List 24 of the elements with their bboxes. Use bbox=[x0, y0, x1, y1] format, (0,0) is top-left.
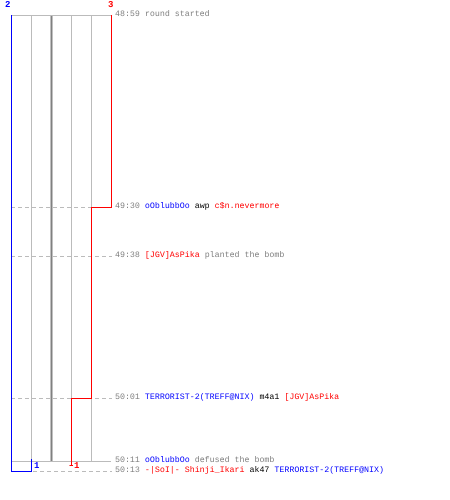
player-name: c$n.nevermore bbox=[214, 202, 280, 212]
player-name: TERRORIST-2(TREFF@NIX) bbox=[274, 466, 384, 476]
timestamp: 48:59 bbox=[115, 10, 140, 20]
timestamp: 50:13 bbox=[115, 466, 140, 476]
event-text: round started bbox=[144, 10, 210, 20]
weapon-name: awp bbox=[194, 202, 210, 212]
event-text: defused the bomb bbox=[194, 456, 274, 466]
player-count: 2 bbox=[5, 1, 10, 9]
timestamp: 50:01 bbox=[115, 393, 140, 403]
player-name: [JGV]AsPika bbox=[284, 393, 340, 403]
player-count: 1 bbox=[74, 462, 80, 470]
player-name: oOblubbOo bbox=[144, 202, 190, 212]
timestamp: 50:11 bbox=[115, 456, 140, 466]
player-count: 1 bbox=[34, 462, 40, 470]
timestamp: 49:30 bbox=[115, 202, 140, 212]
timestamp: 49:38 bbox=[115, 251, 140, 261]
player-count: 3 bbox=[108, 1, 114, 9]
player-name: [JGV]AsPika bbox=[144, 251, 200, 261]
event-text: planted the bomb bbox=[204, 251, 284, 261]
weapon-name: ak47 bbox=[250, 466, 270, 476]
player-name: -|SoI|- Shinji_Ikari bbox=[144, 466, 244, 476]
weapon-name: m4a1 bbox=[259, 393, 280, 403]
player-name: oOblubbOo bbox=[144, 456, 190, 466]
player-name: TERRORIST-2(TREFF@NIX) bbox=[144, 393, 254, 403]
